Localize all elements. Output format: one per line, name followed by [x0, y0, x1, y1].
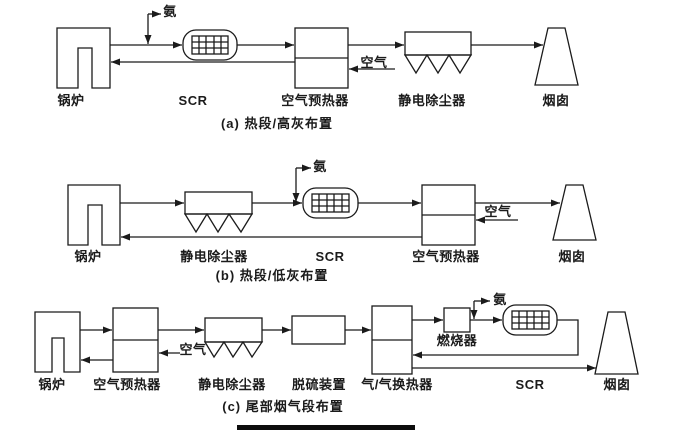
- scr-catalyst-unit-b: [302, 187, 359, 219]
- burner-shape-c: [443, 307, 471, 333]
- scr-label-c: SCR: [515, 377, 545, 392]
- esp-shape-a: [403, 31, 473, 75]
- fgd-shape-c: [291, 315, 346, 345]
- scr-return-line-c: [413, 319, 579, 359]
- boiler-shape-c: [34, 311, 81, 373]
- esp-shape-b: [183, 191, 254, 234]
- stack-shape-b: [552, 184, 597, 241]
- scan-edge-artifact: [237, 425, 415, 430]
- ggh-label-c: 气/气换热器: [361, 377, 433, 392]
- stack-shape-c: [594, 311, 639, 375]
- scr-catalyst-unit-a: [182, 29, 238, 61]
- stack-label-c: 烟囱: [603, 377, 631, 392]
- scr-label-a: SCR: [178, 93, 208, 108]
- air-preheater-label-c: 空气预热器: [93, 377, 161, 392]
- esp-shape-c: [203, 317, 264, 359]
- ammonia-injection-line-b: [292, 164, 311, 202]
- flue-ducts-c: [80, 316, 502, 334]
- ammonia-label-c: 氨: [493, 292, 507, 307]
- air-label-a: 空气: [360, 55, 388, 70]
- burner-label-c: 燃烧器: [436, 333, 478, 348]
- air-preheater-label-a: 空气预热器: [281, 93, 349, 108]
- ggh-shape-c: [371, 305, 413, 375]
- air-label-b: 空气: [484, 204, 512, 219]
- boiler-label-c: 锅炉: [38, 377, 66, 392]
- caption-c: (c) 尾部烟气段布置: [222, 399, 344, 414]
- esp-label-a: 静电除尘器: [398, 93, 466, 108]
- air-preheater-shape-b: [421, 184, 476, 246]
- scr-label-b: SCR: [315, 249, 345, 264]
- air-label-c: 空气: [179, 342, 207, 357]
- boiler-label-b: 锅炉: [74, 249, 102, 264]
- boiler-shape-b: [67, 184, 121, 246]
- ammonia-label-a: 氨: [163, 4, 177, 19]
- esp-label-b: 静电除尘器: [180, 249, 248, 264]
- air-preheater-label-b: 空气预热器: [412, 249, 480, 264]
- boiler-label-a: 锅炉: [57, 93, 85, 108]
- ammonia-injection-line-a: [144, 10, 161, 44]
- fgd-label-c: 脱硫装置: [291, 377, 347, 392]
- stack-label-b: 烟囱: [558, 249, 586, 264]
- boiler-shape-a: [56, 27, 111, 89]
- ammonia-injection-line-c: [470, 297, 490, 319]
- caption-a: (a) 热段/高灰布置: [220, 116, 334, 131]
- air-preheater-shape-a: [294, 27, 349, 89]
- stack-label-a: 烟囱: [542, 93, 570, 108]
- ammonia-label-b: 氨: [313, 159, 327, 174]
- caption-b: (b) 热段/低灰布置: [215, 268, 329, 283]
- stack-shape-a: [534, 27, 579, 86]
- esp-label-c: 静电除尘器: [198, 377, 266, 392]
- air-preheater-shape-c: [112, 307, 159, 373]
- scr-catalyst-unit-c: [502, 304, 558, 336]
